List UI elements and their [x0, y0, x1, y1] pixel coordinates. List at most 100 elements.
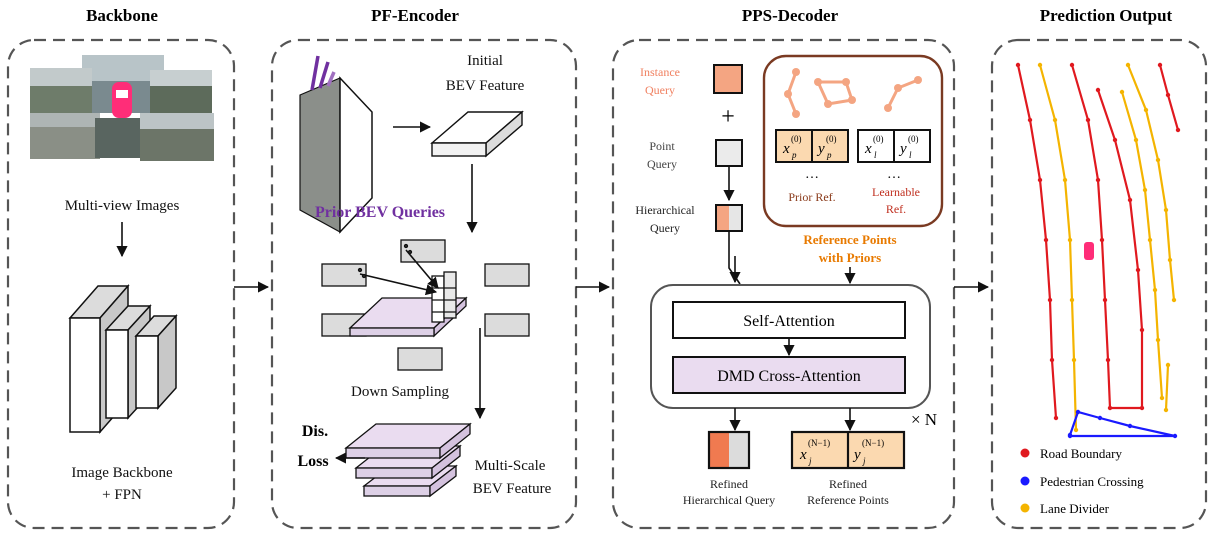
title-backbone: Backbone: [86, 6, 158, 25]
loss-label: Loss: [297, 453, 328, 470]
map-polyline-0: [1016, 64, 1058, 419]
legend-pedestrian-crossing: Pedestrian Crossing: [1040, 474, 1144, 489]
yp-sup: (0): [826, 134, 837, 144]
yp-symbol: y: [816, 141, 825, 157]
map-vertex-7-4: [1172, 433, 1178, 439]
prior-shape-points: [784, 68, 922, 118]
title-pf-encoder: PF-Encoder: [371, 6, 459, 25]
learnable-ref-label-1: Learnable: [872, 185, 920, 199]
map-vertex-6-0: [1165, 362, 1171, 368]
map-vertex-3-3: [1147, 237, 1153, 243]
map-vertex-7-2: [1097, 415, 1103, 421]
learnable-ellipsis: …: [887, 167, 901, 182]
legend-lane-divider: Lane Divider: [1040, 501, 1110, 516]
map-vertex-2-11: [1112, 137, 1118, 143]
map-vertex-4-2: [1155, 157, 1161, 163]
deformable-attention-diagram: [321, 239, 530, 371]
map-vertex-2-9: [1135, 267, 1141, 273]
map-vertex-1-3: [1067, 237, 1073, 243]
down-sampling-label: Down Sampling: [351, 384, 449, 400]
point-query-label-2: Query: [647, 157, 677, 171]
yp-sub: p: [826, 150, 832, 160]
refined-hier-label-2: Hierarchical Query: [683, 493, 775, 507]
ego-car-icon: [112, 82, 132, 118]
fpn-label: + FPN: [102, 487, 142, 503]
map-vertex-2-6: [1107, 405, 1113, 411]
learnable-ref-cells: x l (0) y l (0): [857, 129, 931, 163]
self-attention-label: Self-Attention: [743, 313, 835, 330]
point-query-label-1: Point: [649, 139, 675, 153]
map-vertex-6-1: [1163, 407, 1169, 413]
map-vertex-7-1: [1075, 409, 1081, 415]
prior-ref-label: Prior Ref.: [788, 190, 835, 204]
map-vertex-2-1: [1085, 117, 1091, 123]
legend-road-boundary: Road Boundary: [1040, 446, 1122, 461]
ego-vehicle-icon: [1084, 242, 1094, 260]
dmd-cross-attention-box: [672, 356, 906, 394]
xj-sub: j: [808, 456, 812, 466]
map-vertex-0-0: [1015, 62, 1021, 68]
multiview-images-label: Multi-view Images: [65, 198, 180, 214]
yj-symbol: y: [852, 447, 861, 463]
hierarchical-query-box: [715, 204, 743, 232]
map-vertex-5-2: [1175, 127, 1181, 133]
yl-sub: l: [909, 150, 912, 160]
map-vertex-7-5: [1067, 433, 1073, 439]
title-pps-decoder: PPS-Decoder: [742, 6, 839, 25]
refined-hier-label-1: Refined: [710, 477, 748, 491]
refined-reference-points-cells: x j (N−1) y j (N−1): [790, 430, 906, 470]
prior-shape-icons: [786, 71, 919, 115]
map-vertex-1-6: [1073, 427, 1079, 433]
map-vertex-3-4: [1152, 287, 1158, 293]
map-vertex-3-0: [1119, 89, 1125, 95]
camera-frustum: [299, 55, 373, 234]
map-vertex-1-1: [1052, 117, 1058, 123]
initial-bev-label-2: BEV Feature: [446, 78, 525, 94]
yl-symbol: y: [898, 141, 907, 157]
multiscale-label-1: Multi-Scale: [475, 458, 546, 474]
plus-sign: +: [721, 104, 735, 130]
map-vertex-1-5: [1071, 357, 1077, 363]
map-vertex-0-5: [1049, 357, 1055, 363]
map-vertex-0-6: [1053, 415, 1059, 421]
legend-dot-road-boundary: [1020, 448, 1030, 458]
map-vertex-0-2: [1037, 177, 1043, 183]
ref-points-priors-label-2: with Priors: [819, 250, 881, 265]
multiview-images-collage: [30, 55, 214, 161]
ref-points-priors-label-1: Reference Points: [803, 232, 896, 247]
xl-symbol: x: [864, 141, 872, 157]
map-vertex-2-10: [1127, 197, 1133, 203]
xp-symbol: x: [782, 141, 790, 157]
map-vertex-2-8: [1139, 327, 1145, 333]
map-polyline-2: [1070, 64, 1144, 410]
title-prediction-output: Prediction Output: [1040, 6, 1173, 25]
map-polyline-4: [1126, 64, 1176, 301]
map-vertex-5-0: [1157, 62, 1163, 68]
point-query-box: [715, 139, 743, 167]
instance-query-box: [713, 64, 743, 94]
xl-sup: (0): [873, 134, 884, 144]
map-vertex-3-2: [1142, 187, 1148, 193]
map-vertex-2-12: [1095, 87, 1101, 93]
panel-pf-encoder: [270, 38, 578, 530]
instance-query-label-1: Instance: [640, 65, 680, 79]
hier-query-label-1: Hierarchical: [635, 203, 695, 217]
xj-symbol: x: [799, 447, 807, 463]
panel-prediction-output: [990, 38, 1208, 530]
map-vertex-3-5: [1155, 337, 1161, 343]
map-vertex-3-6: [1159, 395, 1165, 401]
panel-backbone: [6, 38, 236, 530]
instance-query-label-2: Query: [645, 83, 675, 97]
initial-bev-feature-block: [430, 110, 524, 158]
map-polyline-7: [1068, 410, 1176, 438]
hier-query-label-2: Query: [650, 221, 680, 235]
dmd-cross-attention-label: DMD Cross-Attention: [717, 368, 861, 385]
map-polyline-6: [1164, 364, 1170, 411]
map-vertex-0-1: [1027, 117, 1033, 123]
yj-sup: (N−1): [862, 438, 884, 448]
prior-bev-queries-label: Prior BEV Queries: [315, 204, 445, 221]
initial-bev-label-1: Initial: [467, 53, 503, 69]
refined-ref-label-1: Refined: [829, 477, 867, 491]
xj-sup: (N−1): [808, 438, 830, 448]
